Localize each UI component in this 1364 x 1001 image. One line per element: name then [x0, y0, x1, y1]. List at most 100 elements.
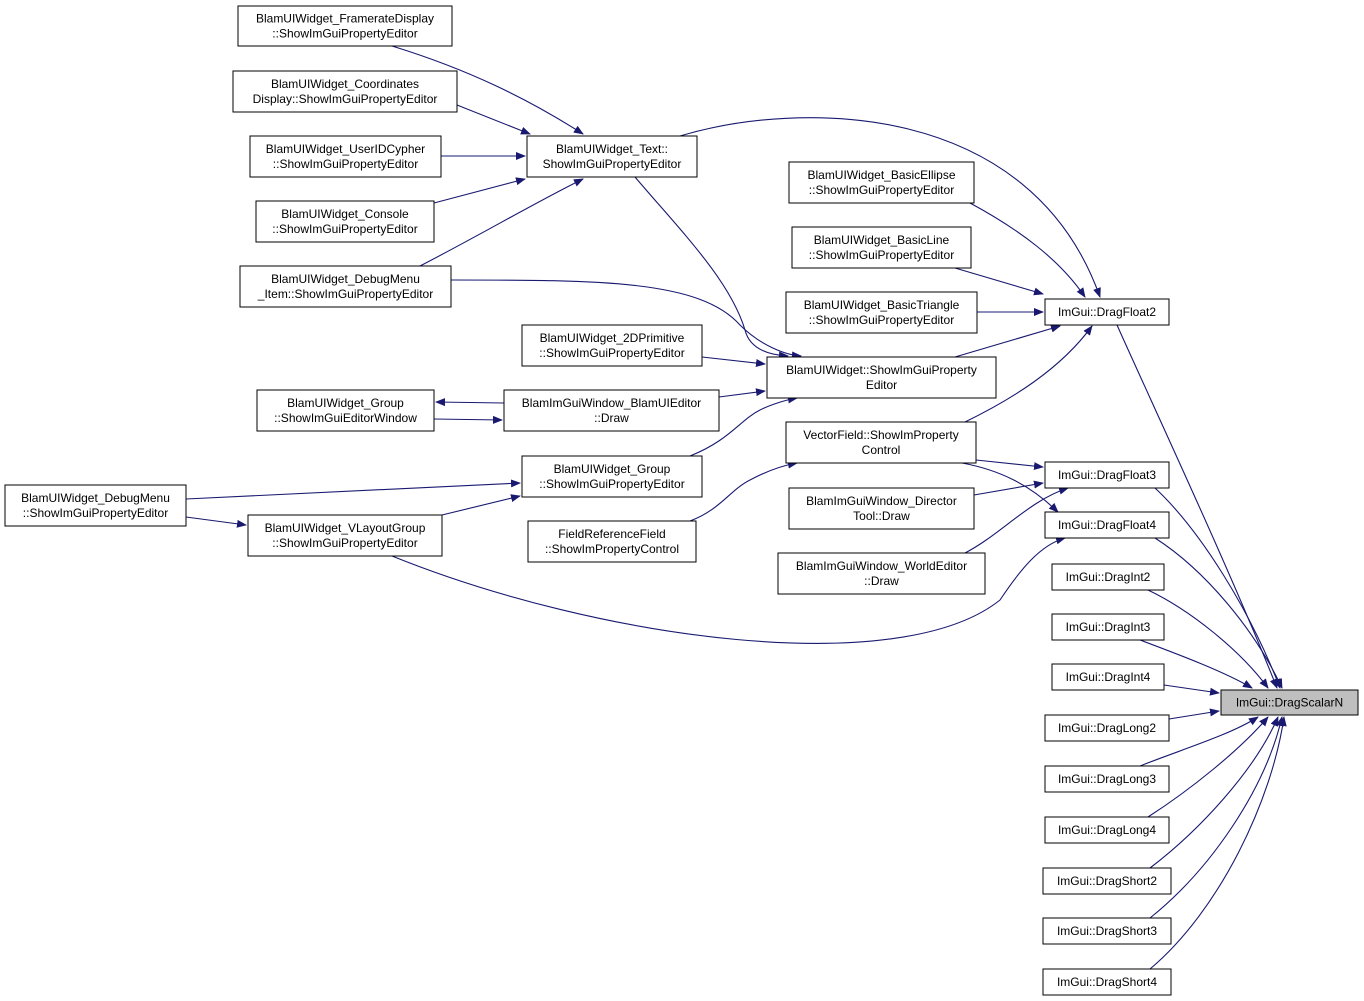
node-df2[interactable]: ImGui::DragFloat2 [1044, 298, 1170, 326]
node-label: ImGui::DragInt4 [1066, 670, 1151, 684]
node-df3[interactable]: ImGui::DragFloat3 [1044, 461, 1170, 489]
edge-df3-to-dsn [1154, 487, 1281, 689]
edge-vlayout-to-grouppe [441, 494, 521, 516]
node-box [521, 455, 703, 498]
node-label: BlamUIWidget_Group [287, 396, 404, 410]
node-label: ::ShowImGuiPropertyEditor [539, 346, 684, 360]
node-frf[interactable]: FieldReferenceField::ShowImPropertyContr… [527, 520, 697, 563]
node-df4[interactable]: ImGui::DragFloat4 [1044, 511, 1170, 539]
node-label: BlamUIWidget_BasicLine [814, 233, 950, 247]
node-label: Editor [866, 378, 897, 392]
node-dsn[interactable]: ImGui::DragScalarN [1220, 689, 1359, 716]
node-label: ImGui::DragLong2 [1058, 721, 1156, 735]
node-label: FieldReferenceField [558, 527, 665, 541]
node-label: BlamUIWidget_BasicEllipse [807, 168, 955, 182]
node-di4[interactable]: ImGui::DragInt4 [1051, 663, 1165, 691]
node-ellipse[interactable]: BlamUIWidget_BasicEllipse::ShowImGuiProp… [788, 161, 975, 204]
edge-2dprim-to-widget [701, 356, 766, 367]
node-tri[interactable]: BlamUIWidget_BasicTriangle::ShowImGuiPro… [785, 291, 978, 334]
edge-uieditor-to-groupwin [435, 398, 505, 407]
node-di2[interactable]: ImGui::DragInt2 [1051, 563, 1165, 591]
edge-grouppe-to-widget [689, 395, 798, 457]
node-label: _Item::ShowImGuiPropertyEditor [257, 287, 433, 301]
node-label: BlamImGuiWindow_WorldEditor [796, 559, 967, 573]
node-label: BlamUIWidget_DebugMenu [271, 272, 420, 286]
node-label: ::ShowImGuiEditorWindow [274, 411, 417, 425]
node-box [1051, 613, 1165, 641]
node-uieditor[interactable]: BlamImGuiWindow_BlamUIEditor::Draw [503, 389, 720, 432]
node-text[interactable]: BlamUIWidget_Text::ShowImGuiPropertyEdit… [526, 135, 698, 178]
node-label: ::ShowImGuiPropertyEditor [272, 27, 417, 41]
edge-ds4-to-dsn [1149, 716, 1287, 970]
node-label: BlamImGuiWindow_Director [806, 494, 957, 508]
node-label: ::ShowImGuiPropertyEditor [809, 313, 954, 327]
node-label: ::Draw [594, 411, 629, 425]
node-label: BlamUIWidget_DebugMenu [21, 491, 170, 505]
node-ds2[interactable]: ImGui::DragShort2 [1042, 867, 1172, 895]
node-box [1044, 461, 1170, 489]
node-label: ::ShowImPropertyControl [545, 542, 679, 556]
edge-vf-to-df3 [975, 459, 1044, 471]
node-label: BlamUIWidget_Group [554, 462, 671, 476]
node-box [1220, 689, 1359, 716]
node-grouppe[interactable]: BlamUIWidget_Group::ShowImGuiPropertyEdi… [521, 455, 703, 498]
edge-di4-to-dsn [1163, 684, 1220, 696]
edge-df2-to-dsn [1116, 324, 1278, 689]
node-label: ::ShowImGuiPropertyEditor [809, 183, 954, 197]
node-label: ImGui::DragLong4 [1058, 823, 1156, 837]
node-ds3[interactable]: ImGui::DragShort3 [1042, 917, 1172, 945]
node-groupwin[interactable]: BlamUIWidget_Group::ShowImGuiEditorWindo… [256, 389, 435, 432]
node-userid[interactable]: BlamUIWidget_UserIDCypher::ShowImGuiProp… [249, 135, 442, 178]
node-dl4[interactable]: ImGui::DragLong4 [1044, 816, 1170, 844]
node-di3[interactable]: ImGui::DragInt3 [1051, 613, 1165, 641]
node-label: ImGui::DragScalarN [1236, 696, 1343, 710]
node-line[interactable]: BlamUIWidget_BasicLine::ShowImGuiPropert… [791, 226, 972, 269]
node-label: ImGui::DragLong3 [1058, 772, 1156, 786]
node-dl2[interactable]: ImGui::DragLong2 [1044, 714, 1170, 742]
edge-di3-to-dsn [1139, 639, 1253, 689]
node-label: ::ShowImGuiPropertyEditor [539, 477, 684, 491]
node-widget[interactable]: BlamUIWidget::ShowImGuiPropertyEditor [766, 356, 997, 399]
node-label: BlamUIWidget_FramerateDisplay [256, 12, 434, 26]
node-dl3[interactable]: ImGui::DragLong3 [1044, 765, 1170, 793]
edge-ellipse-to-df2 [969, 202, 1086, 298]
node-box [1042, 917, 1172, 945]
node-vlayout[interactable]: BlamUIWidget_VLayoutGroup::ShowImGuiProp… [247, 514, 443, 557]
edge-text-to-widget [634, 176, 789, 360]
node-vf[interactable]: VectorField::ShowImPropertyControl [785, 421, 977, 464]
node-box [777, 552, 986, 595]
node-box [788, 161, 975, 204]
node-label: Display::ShowImGuiPropertyEditor [253, 92, 438, 106]
node-label: ::ShowImGuiPropertyEditor [272, 222, 417, 236]
edge-debugmenu-to-vlayout [185, 516, 247, 528]
node-label: ::ShowImGuiPropertyEditor [809, 248, 954, 262]
node-coords[interactable]: BlamUIWidget_CoordinatesDisplay::ShowImG… [232, 70, 458, 113]
node-box [766, 356, 997, 399]
edge-world-to-df3 [964, 486, 1069, 554]
node-box [239, 265, 452, 308]
node-box [785, 421, 977, 464]
node-2dprim[interactable]: BlamUIWidget_2DPrimitive::ShowImGuiPrope… [521, 324, 703, 367]
node-label: ImGui::DragFloat4 [1058, 518, 1156, 532]
node-ds4[interactable]: ImGui::DragShort4 [1042, 968, 1172, 996]
edge-ds3-to-dsn [1149, 716, 1284, 919]
node-box [1051, 563, 1165, 591]
edge-vlayout-to-df4 [391, 536, 1066, 644]
node-world[interactable]: BlamImGuiWindow_WorldEditor::Draw [777, 552, 986, 595]
node-label: ImGui::DragShort3 [1057, 924, 1157, 938]
node-box [249, 135, 442, 178]
node-label: BlamUIWidget_Coordinates [271, 77, 419, 91]
node-dmitem[interactable]: BlamUIWidget_DebugMenu_Item::ShowImGuiPr… [239, 265, 452, 308]
node-console[interactable]: BlamUIWidget_Console::ShowImGuiPropertyE… [255, 200, 435, 243]
node-label: ImGui::DragShort4 [1057, 975, 1157, 989]
node-box [791, 226, 972, 269]
node-debugmenu[interactable]: BlamUIWidget_DebugMenu::ShowImGuiPropert… [4, 484, 187, 527]
edge-uieditor-to-widget [718, 388, 766, 398]
edge-text-to-df2 [679, 117, 1101, 298]
edge-fps-to-text [391, 45, 584, 135]
node-fps[interactable]: BlamUIWidget_FramerateDisplay::ShowImGui… [237, 5, 453, 47]
node-layer: ImGui::DragScalarN ImGui::DragFloat2ImGui… [4, 5, 1359, 996]
node-label: BlamUIWidget_UserIDCypher [266, 142, 425, 156]
node-box [1044, 298, 1170, 326]
